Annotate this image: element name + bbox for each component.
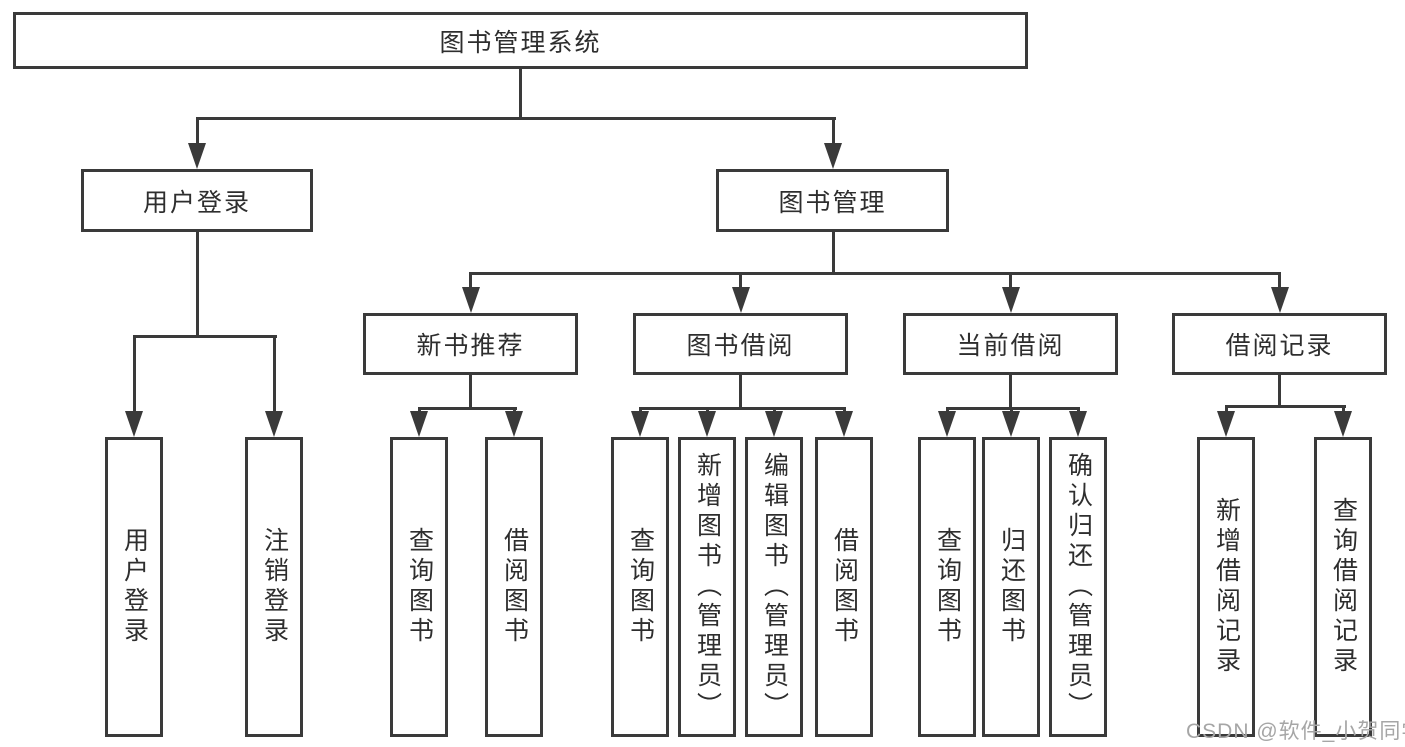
arrowhead-down-icon — [698, 411, 716, 437]
connector-line — [638, 407, 846, 410]
arrowhead-down-icon — [1001, 287, 1020, 313]
node-root: 图书管理系统 — [13, 12, 1028, 69]
arrowhead-down-icon — [265, 411, 283, 437]
arrowhead-down-icon — [938, 411, 956, 437]
arrowhead-down-icon — [765, 411, 783, 437]
leaf-label: 查询借阅记录 — [1329, 497, 1358, 677]
leaf-edit-books-admin: 编辑图书（管理员） — [745, 437, 803, 737]
leaf-borrow-books: 借阅图书 — [815, 437, 873, 737]
arrowhead-down-icon — [1069, 411, 1087, 437]
leaf-query-books-current: 查询图书 — [918, 437, 976, 737]
leaf-query-books-recommend: 查询图书 — [390, 437, 448, 737]
connector-line — [272, 335, 276, 415]
connector-line — [469, 375, 472, 410]
arrowhead-down-icon — [1334, 411, 1352, 437]
connector-line — [417, 407, 517, 410]
arrowhead-down-icon — [824, 143, 842, 169]
connector-line — [1278, 375, 1281, 408]
leaf-label: 查询图书 — [405, 527, 434, 647]
connector-line — [1224, 405, 1346, 408]
connector-line — [469, 272, 1281, 275]
leaf-label: 确认归还（管理员） — [1064, 452, 1093, 722]
connector-line — [132, 335, 277, 338]
leaf-label: 新增图书（管理员） — [693, 452, 722, 722]
connector-line — [1224, 405, 1228, 415]
node-book-management: 图书管理 — [716, 169, 949, 232]
connector-line — [1009, 272, 1012, 290]
arrowhead-down-icon — [461, 287, 480, 313]
connector-line — [739, 272, 742, 290]
connector-line — [831, 117, 835, 147]
connector-line — [132, 335, 136, 415]
leaf-add-books-admin: 新增图书（管理员） — [678, 437, 736, 737]
csdn-watermark: CSDN @软件_小贺同学 — [1186, 720, 1405, 743]
leaf-label: 查询图书 — [933, 527, 962, 647]
leaf-query-books-borrow: 查询图书 — [611, 437, 669, 737]
connector-line — [1341, 405, 1345, 415]
connector-line — [469, 272, 472, 290]
connector-line — [945, 407, 1080, 410]
connector-line — [518, 69, 522, 120]
connector-line — [195, 117, 836, 120]
arrowhead-down-icon — [1270, 287, 1289, 313]
arrowhead-down-icon — [1217, 411, 1235, 437]
leaf-confirm-return-admin: 确认归还（管理员） — [1049, 437, 1107, 737]
node-user-login: 用户登录 — [81, 169, 313, 232]
connector-line — [195, 117, 199, 147]
connector-line — [1009, 375, 1012, 410]
connector-line — [195, 232, 199, 338]
leaf-borrow-books-recommend: 借阅图书 — [485, 437, 543, 737]
connector-line — [739, 375, 742, 410]
leaf-label: 查询图书 — [626, 527, 655, 647]
connector-line — [1278, 272, 1281, 290]
arrowhead-down-icon — [188, 143, 206, 169]
leaf-label: 新增借阅记录 — [1212, 497, 1241, 677]
arrowhead-down-icon — [731, 287, 750, 313]
leaf-label: 归还图书 — [997, 527, 1026, 647]
leaf-add-borrow-record: 新增借阅记录 — [1197, 437, 1255, 737]
leaf-label: 借阅图书 — [500, 527, 529, 647]
arrowhead-down-icon — [125, 411, 143, 437]
leaf-return-books: 归还图书 — [982, 437, 1040, 737]
node-current-borrowing: 当前借阅 — [903, 313, 1118, 375]
leaf-logout: 注销登录 — [245, 437, 303, 737]
arrowhead-down-icon — [631, 411, 649, 437]
arrowhead-down-icon — [505, 411, 523, 437]
arrowhead-down-icon — [1002, 411, 1020, 437]
arrowhead-down-icon — [835, 411, 853, 437]
connector-line — [831, 232, 835, 275]
node-book-borrowing: 图书借阅 — [633, 313, 848, 375]
leaf-user-login: 用户登录 — [105, 437, 163, 737]
node-new-book-recommend: 新书推荐 — [363, 313, 578, 375]
node-borrow-records: 借阅记录 — [1172, 313, 1387, 375]
leaf-label: 注销登录 — [260, 527, 289, 647]
leaf-label: 用户登录 — [120, 527, 149, 647]
arrowhead-down-icon — [410, 411, 428, 437]
leaf-label: 借阅图书 — [830, 527, 859, 647]
leaf-label: 编辑图书（管理员） — [760, 452, 789, 722]
leaf-query-borrow-record: 查询借阅记录 — [1314, 437, 1372, 737]
